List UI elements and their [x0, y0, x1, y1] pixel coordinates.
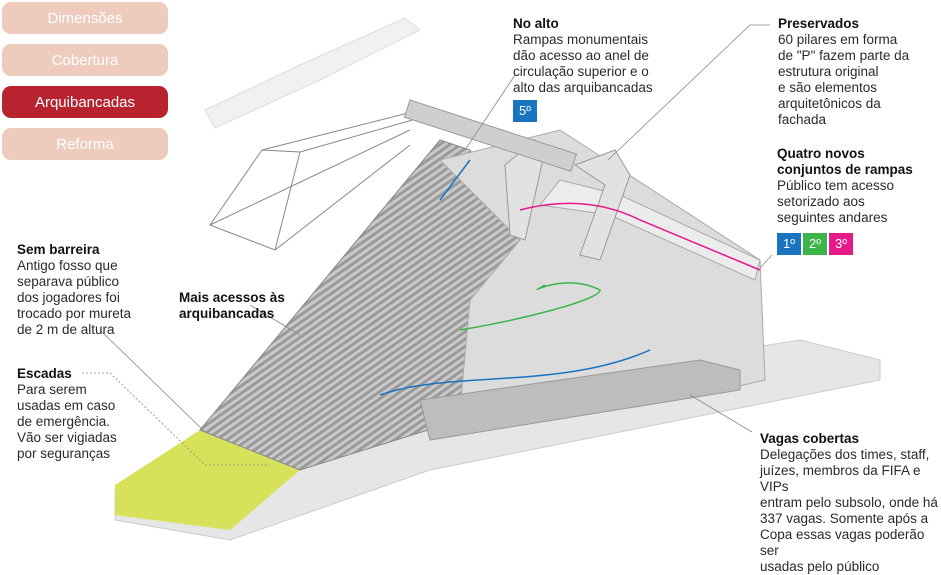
annotation-title: No alto — [513, 16, 559, 31]
annotation-title: Mais acessos às — [179, 290, 285, 305]
annotation-preservados: Preservados 60 pilares em forma de "P" f… — [778, 16, 909, 128]
annotation-title: Vagas cobertas — [760, 431, 860, 446]
annotation-line: Rampas monumentais — [513, 32, 649, 47]
annotation-line: Vão ser vigiadas — [17, 430, 117, 445]
p-pillar — [573, 149, 631, 261]
annotation-title: Quatro novos — [777, 146, 865, 161]
route-floor1 — [379, 349, 651, 396]
annotation-line: 60 pilares em forma — [778, 32, 898, 47]
floor-badge-3: 3º — [829, 233, 853, 255]
route-floor5 — [439, 159, 471, 201]
annotation-line: de "P" fazem parte da — [778, 48, 910, 63]
tab-cobertura[interactable]: Cobertura — [2, 44, 168, 76]
annotation-line: dos jogadores foi — [17, 290, 120, 305]
annotation-line: alto das arquibancadas — [513, 80, 653, 95]
top-beam — [403, 99, 578, 172]
annotation-line: juízes, membros da FIFA e VIPs — [760, 463, 921, 494]
floor-badge-1: 1º — [777, 233, 801, 255]
annotation-line: trocado por mureta — [17, 306, 132, 321]
annotation-line: arquitetônicos da — [778, 96, 881, 111]
annotation-line: Público tem acesso — [777, 178, 895, 193]
pitch-grass — [115, 430, 300, 530]
annotation-mais-acessos: Mais acessos às arquibancadas — [179, 290, 285, 322]
annotation-title: Escadas — [17, 366, 72, 381]
tab-dimensoes[interactable]: Dimensões — [2, 2, 168, 34]
annotation-line: circulação superior e o — [513, 64, 649, 79]
annotation-title: arquibancadas — [179, 306, 275, 321]
parking-level — [419, 359, 741, 441]
annotation-line: setorizado aos — [777, 194, 865, 209]
annotation-line: fachada — [778, 112, 827, 127]
annotation-no-alto: No alto Rampas monumentais dão acesso ao… — [513, 16, 653, 122]
annotation-line: de emergência. — [17, 414, 111, 429]
annotation-line: Delegações dos times, staff, — [760, 447, 930, 462]
annotation-quatro-novos: Quatro novos conjuntos de rampas Público… — [777, 146, 913, 255]
annotation-line: dão acesso ao anel de — [513, 48, 649, 63]
route-floor2 — [459, 282, 601, 331]
annotation-title: Sem barreira — [17, 242, 100, 257]
annotation-sem-barreira: Sem barreira Antigo fosso que separava p… — [17, 242, 131, 338]
annotation-line: Para serem — [17, 382, 87, 397]
annotation-line: Antigo fosso que — [17, 258, 118, 273]
annotation-line: por seguranças — [17, 446, 111, 461]
route-floor3 — [519, 202, 761, 271]
annotation-line: entram pelo subsolo, onde há — [760, 495, 938, 510]
stadium-cutaway-illustration — [82, 17, 881, 541]
annotation-line: Copa essas vagas poderão ser — [760, 527, 925, 558]
roof-fragment — [204, 17, 421, 129]
annotation-title: conjuntos de rampas — [777, 162, 913, 177]
cable-truss — [209, 109, 431, 251]
annotation-title: Preservados — [778, 16, 860, 31]
leader-lines — [82, 24, 773, 466]
annotation-vagas-cobertas: Vagas cobertas Delegações dos times, sta… — [760, 431, 941, 575]
annotation-line: estrutura original — [778, 64, 879, 79]
annotation-line: usadas pelo público — [760, 559, 880, 574]
annotation-line: usadas em caso — [17, 398, 116, 413]
annotation-line: seguintes andares — [777, 210, 888, 225]
annotation-line: de 2 m de altura — [17, 322, 115, 337]
annotation-line: 337 vagas. Somente após a — [760, 511, 929, 526]
floor-badge-2: 2º — [803, 233, 827, 255]
tab-reforma[interactable]: Reforma — [2, 128, 168, 160]
floor-badge-5: 5º — [513, 100, 537, 122]
annotation-escadas: Escadas Para serem usadas em caso de eme… — [17, 366, 117, 462]
annotation-line: separava público — [17, 274, 120, 289]
annotation-line: e são elementos — [778, 80, 878, 95]
tab-arquibancadas[interactable]: Arquibancadas — [2, 86, 168, 118]
